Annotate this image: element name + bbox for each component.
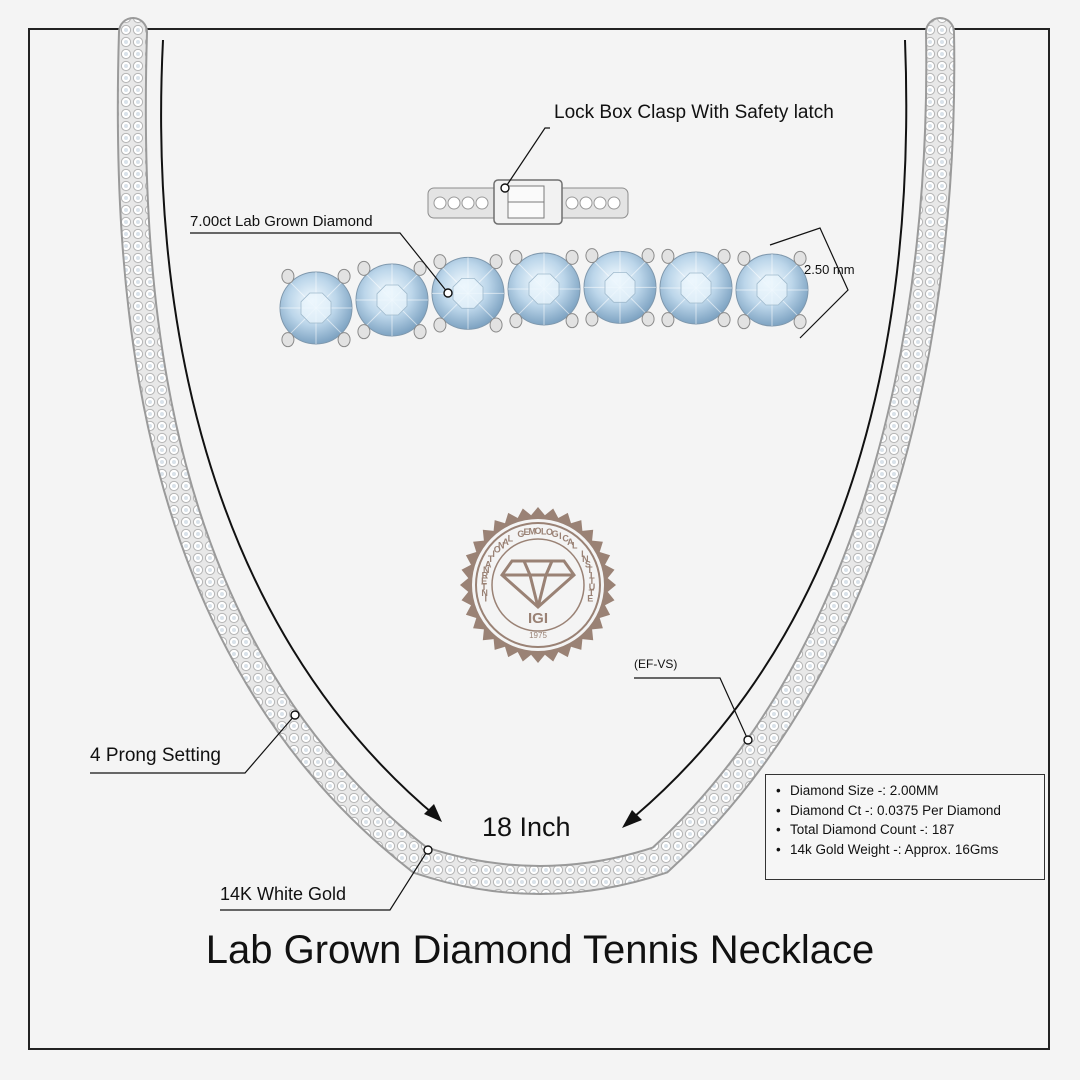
spec-item: Diamond Ct -: 0.0375 Per Diamond <box>776 801 1044 821</box>
grade-callout: (EF-VS) <box>634 657 678 671</box>
length-arrow-right <box>627 39 908 823</box>
diamond-stone <box>583 248 657 327</box>
length-callout: 18 Inch <box>482 812 571 842</box>
prong-callout: 4 Prong Setting <box>90 745 221 766</box>
necklace-chain <box>116 17 956 895</box>
spec-item: Total Diamond Count -: 187 <box>776 820 1044 840</box>
diamond-stone <box>507 249 581 329</box>
length-arrow-left <box>160 39 439 819</box>
arrowhead-right <box>622 810 642 828</box>
size-callout: 2.50 mm <box>804 262 855 277</box>
clasp-illustration <box>427 179 629 225</box>
page-title: Lab Grown Diamond Tennis Necklace <box>205 928 875 972</box>
arrowhead-left <box>424 804 442 822</box>
image-frame <box>28 28 1050 1050</box>
diamond-stone <box>659 248 733 328</box>
spec-item: Diamond Size -: 2.00MM <box>776 781 1044 801</box>
clasp-callout: Lock Box Clasp With Safety latch <box>554 102 834 123</box>
seal-year: 1975 <box>529 631 547 640</box>
diamond-stone <box>431 254 505 333</box>
necklace-chain-stones <box>118 19 954 893</box>
seal-logo-text: IGI <box>528 610 548 627</box>
diamond-callout: 7.00ct Lab Grown Diamond <box>190 213 373 230</box>
specs-box: Diamond Size -: 2.00MM Diamond Ct -: 0.0… <box>765 774 1045 880</box>
diamond-logo-icon <box>499 559 577 610</box>
diamond-stone <box>355 260 429 340</box>
leader-lines <box>90 127 849 911</box>
diamond-stone <box>735 250 809 330</box>
diamond-row <box>279 248 809 348</box>
diamond-stone <box>279 268 353 348</box>
metal-callout: 14K White Gold <box>220 884 347 904</box>
callout-dots <box>290 183 753 855</box>
spec-item: 14k Gold Weight -: Approx. 16Gms <box>776 840 1044 860</box>
